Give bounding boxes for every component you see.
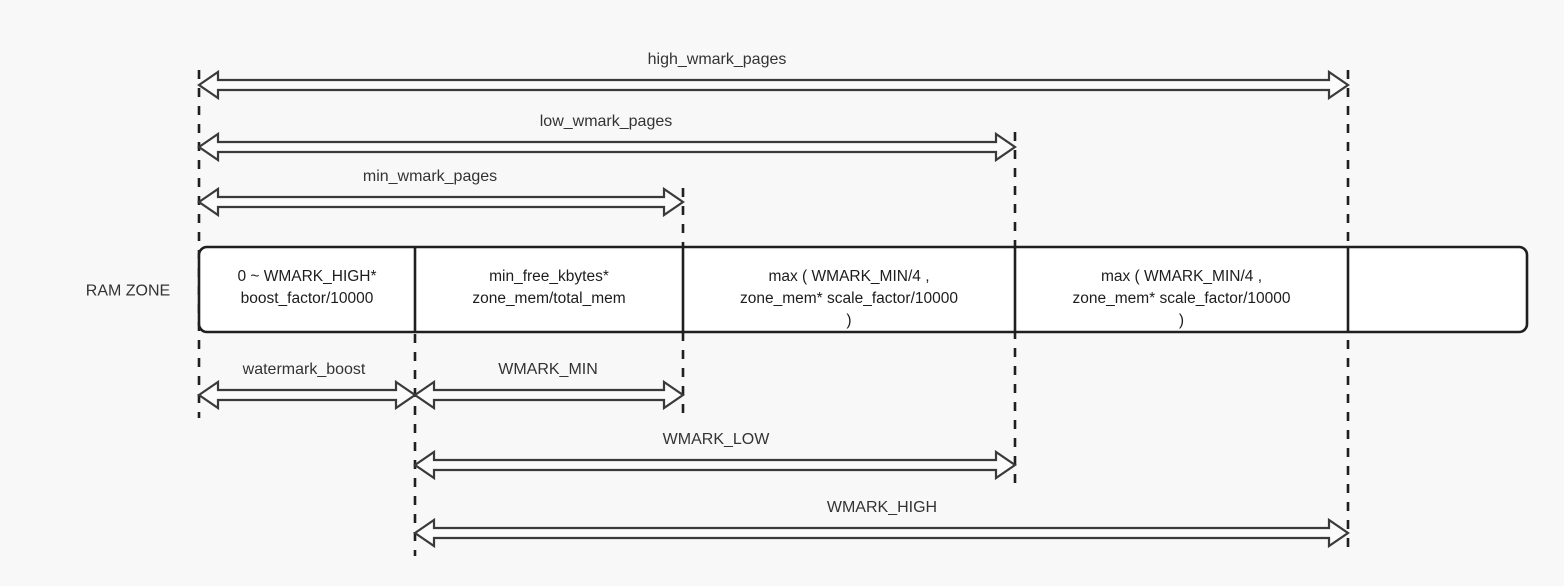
wmark-high-arrow <box>413 517 1350 549</box>
wmark-high-arrow-label: WMARK_HIGH <box>827 499 937 516</box>
low-wmark-pages-arrow <box>197 131 1017 163</box>
cell-text-line: max ( WMARK_MIN/4 , <box>1101 268 1262 285</box>
text-layer: 0 ~ WMARK_HIGH* boost_factor/10000 min_fre… <box>86 51 1291 516</box>
high-wmark-pages-arrow-label: high_wmark_pages <box>648 51 787 68</box>
min-wmark-pages-arrow-label: min_wmark_pages <box>363 168 497 185</box>
cell-text-line: boost_factor/10000 <box>241 290 374 307</box>
wmark-min-arrow-label: WMARK_MIN <box>498 361 598 378</box>
low-wmark-pages-arrow-label: low_wmark_pages <box>540 113 673 130</box>
high-wmark-pages-arrow <box>197 69 1350 101</box>
min-wmark-pages-arrow <box>197 186 685 218</box>
watermark-boost-arrow <box>197 379 417 411</box>
cell-text-line: max ( WMARK_MIN/4 , <box>768 268 929 285</box>
cell-text-line: zone_mem/total_mem <box>472 290 625 307</box>
cell-text-line: 0 ~ WMARK_HIGH* <box>237 268 376 285</box>
wmark-low-arrow-label: WMARK_LOW <box>663 431 771 448</box>
cell-text-line: min_free_kbytes* <box>489 268 609 285</box>
cell-text-line: ) <box>1179 312 1184 329</box>
ram-zone-label: RAM ZONE <box>86 283 170 300</box>
wmark-min-arrow <box>413 379 685 411</box>
cell-text-line: zone_mem* scale_factor/10000 <box>1073 290 1291 307</box>
arrow-layer <box>197 69 1350 549</box>
ram-zone-box-layer <box>197 245 1529 334</box>
cell-text-line: zone_mem* scale_factor/10000 <box>740 290 958 307</box>
ram-zone-box <box>197 245 1529 334</box>
wmark-low-arrow <box>413 449 1017 481</box>
cell-text-line: ) <box>846 312 851 329</box>
watermark-boost-arrow-label: watermark_boost <box>242 361 366 378</box>
